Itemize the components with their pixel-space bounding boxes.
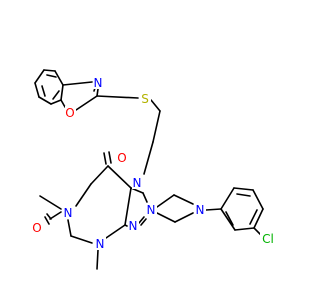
bond-0 <box>34 69 45 84</box>
bg <box>93 76 104 89</box>
bond-39 <box>173 194 194 205</box>
bond-30 <box>46 213 52 220</box>
bond-51 <box>225 211 234 226</box>
bg <box>128 219 139 232</box>
bg <box>32 221 43 234</box>
bond-16 <box>150 99 161 112</box>
bg <box>140 92 151 106</box>
bond-21 <box>49 211 62 220</box>
bond-9 <box>46 74 57 78</box>
bond-11 <box>60 99 66 108</box>
bg <box>146 203 157 216</box>
bond-40 <box>156 212 176 223</box>
bond-27 <box>103 152 107 165</box>
bond-43 <box>220 187 235 210</box>
bond-28 <box>108 151 112 164</box>
bg <box>117 151 128 164</box>
bond-44 <box>233 187 254 191</box>
bond-26 <box>107 165 132 189</box>
bond-20 <box>75 183 92 207</box>
n1-methyl-label: N <box>64 206 73 220</box>
bond-49 <box>236 193 251 197</box>
bond-12 <box>75 95 98 111</box>
bond-32 <box>96 249 99 270</box>
bond-23 <box>70 235 93 244</box>
sulfur-label: S <box>141 92 149 106</box>
bond-15 <box>96 95 139 99</box>
bond-17 <box>152 110 161 143</box>
bond-38 <box>156 194 175 208</box>
piperazine-n-left-label: N <box>147 203 156 217</box>
bond-41 <box>174 212 194 223</box>
bond-2 <box>38 96 52 105</box>
bond-3 <box>50 99 62 105</box>
bond-22 <box>67 219 72 237</box>
bond-4 <box>60 84 64 101</box>
bond-1 <box>34 82 40 98</box>
benzoxazole-nitrogen-label: N <box>94 76 103 90</box>
bg <box>195 203 206 216</box>
atom-label-layer: N O S O N N N O N N N Cl <box>32 76 277 251</box>
bond-46 <box>253 208 264 229</box>
bond-42 <box>205 208 222 211</box>
bond-47 <box>234 227 255 231</box>
bond-50 <box>249 209 258 225</box>
benzoxazole-oxygen-label: O <box>65 106 74 120</box>
bond-31 <box>39 195 62 210</box>
bond-45 <box>252 189 264 210</box>
bg <box>95 237 106 250</box>
bond-13 <box>96 88 99 97</box>
n7-label: N <box>133 176 142 190</box>
bond-24 <box>105 224 126 239</box>
bg <box>260 232 277 246</box>
bond-8 <box>52 90 60 100</box>
bond-36 <box>140 218 147 226</box>
bg <box>65 106 76 119</box>
carbonyl-oxygen-left-label: O <box>32 221 41 235</box>
molecule-diagram: N O S O N N N O N N N Cl <box>32 69 277 270</box>
bond-34 <box>142 192 148 203</box>
bond-25 <box>124 187 132 226</box>
bg <box>132 176 143 189</box>
bond-48 <box>220 208 236 231</box>
bond-6 <box>43 69 56 72</box>
bond-35 <box>138 216 145 224</box>
carbonyl-oxygen-top-label: O <box>117 151 126 165</box>
bond-18 <box>143 141 154 175</box>
n9-label: N <box>129 219 138 233</box>
bg <box>63 206 74 219</box>
chlorine-label: Cl <box>262 232 274 246</box>
n3-methyl-label: N <box>96 237 105 251</box>
bond-7 <box>41 85 46 97</box>
bond-19 <box>90 165 109 185</box>
bond-layer <box>34 69 264 270</box>
bond-5 <box>54 70 64 86</box>
bond-10 <box>62 81 93 86</box>
structure-svg: N O S O N N N O N N N Cl <box>32 69 277 270</box>
bond-37 <box>124 224 128 227</box>
piperazine-n-right-label: N <box>196 203 205 217</box>
bond-29 <box>44 216 50 225</box>
